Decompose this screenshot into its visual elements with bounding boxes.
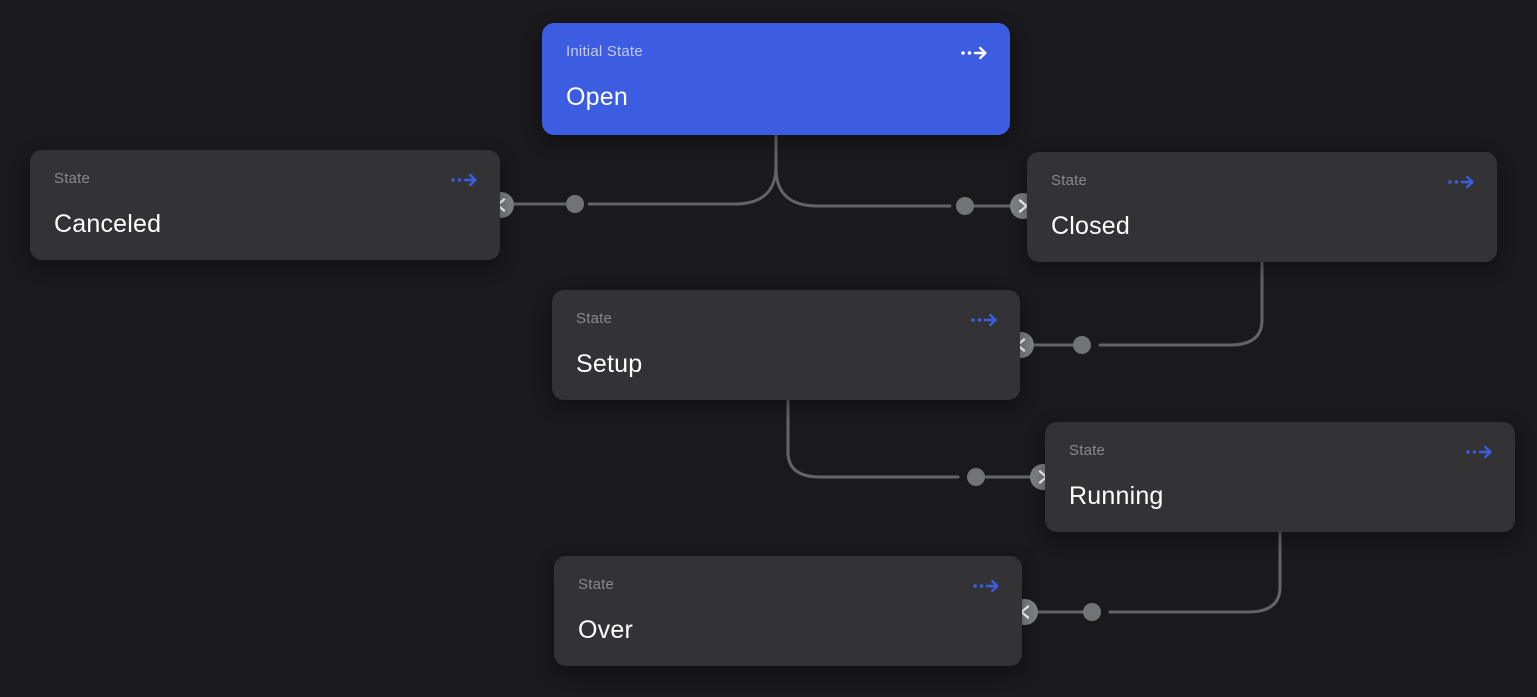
node-type-label: Initial State xyxy=(566,43,643,60)
chevron-right-icon xyxy=(1018,199,1028,213)
node-open[interactable]: Initial State Open xyxy=(542,23,1010,135)
node-name: Running xyxy=(1069,482,1164,510)
node-type-label: State xyxy=(1069,442,1106,459)
dashed-transition-arrow-icon[interactable] xyxy=(1465,444,1493,465)
edge-running-over[interactable] xyxy=(1108,530,1282,614)
node-type-label: State xyxy=(578,576,615,593)
node-name: Over xyxy=(578,616,633,644)
dashed-transition-arrow-icon[interactable] xyxy=(1447,174,1475,195)
edge-midpoint-dot[interactable] xyxy=(1083,603,1101,621)
edge-closed-setup[interactable] xyxy=(1098,260,1264,347)
dashed-transition-arrow-icon[interactable] xyxy=(450,172,478,193)
node-type-label: State xyxy=(54,170,91,187)
edge-midpoint-dot[interactable] xyxy=(566,195,584,213)
node-type-label: State xyxy=(576,310,613,327)
edge-open-canceled[interactable] xyxy=(587,133,778,206)
node-type-label: State xyxy=(1051,172,1088,189)
node-name: Closed xyxy=(1051,212,1131,240)
edge-midpoint-dot[interactable] xyxy=(967,468,985,486)
edge-midpoint-dot[interactable] xyxy=(956,197,974,215)
node-name: Open xyxy=(566,83,628,111)
dashed-transition-arrow-icon[interactable] xyxy=(960,45,988,66)
node-setup[interactable]: State Setup xyxy=(552,290,1020,400)
node-canceled[interactable]: State Canceled xyxy=(30,150,500,260)
dashed-transition-arrow-icon[interactable] xyxy=(972,578,1000,599)
edge-midpoint-dot[interactable] xyxy=(1073,336,1091,354)
node-over[interactable]: State Over xyxy=(554,556,1022,666)
node-running[interactable]: State Running xyxy=(1045,422,1515,532)
node-name: Setup xyxy=(576,350,643,378)
dashed-transition-arrow-icon[interactable] xyxy=(970,312,998,333)
node-closed[interactable]: State Closed xyxy=(1027,152,1497,262)
edge-open-closed[interactable] xyxy=(774,133,952,208)
edge-setup-running[interactable] xyxy=(786,398,960,479)
node-name: Canceled xyxy=(54,210,162,238)
